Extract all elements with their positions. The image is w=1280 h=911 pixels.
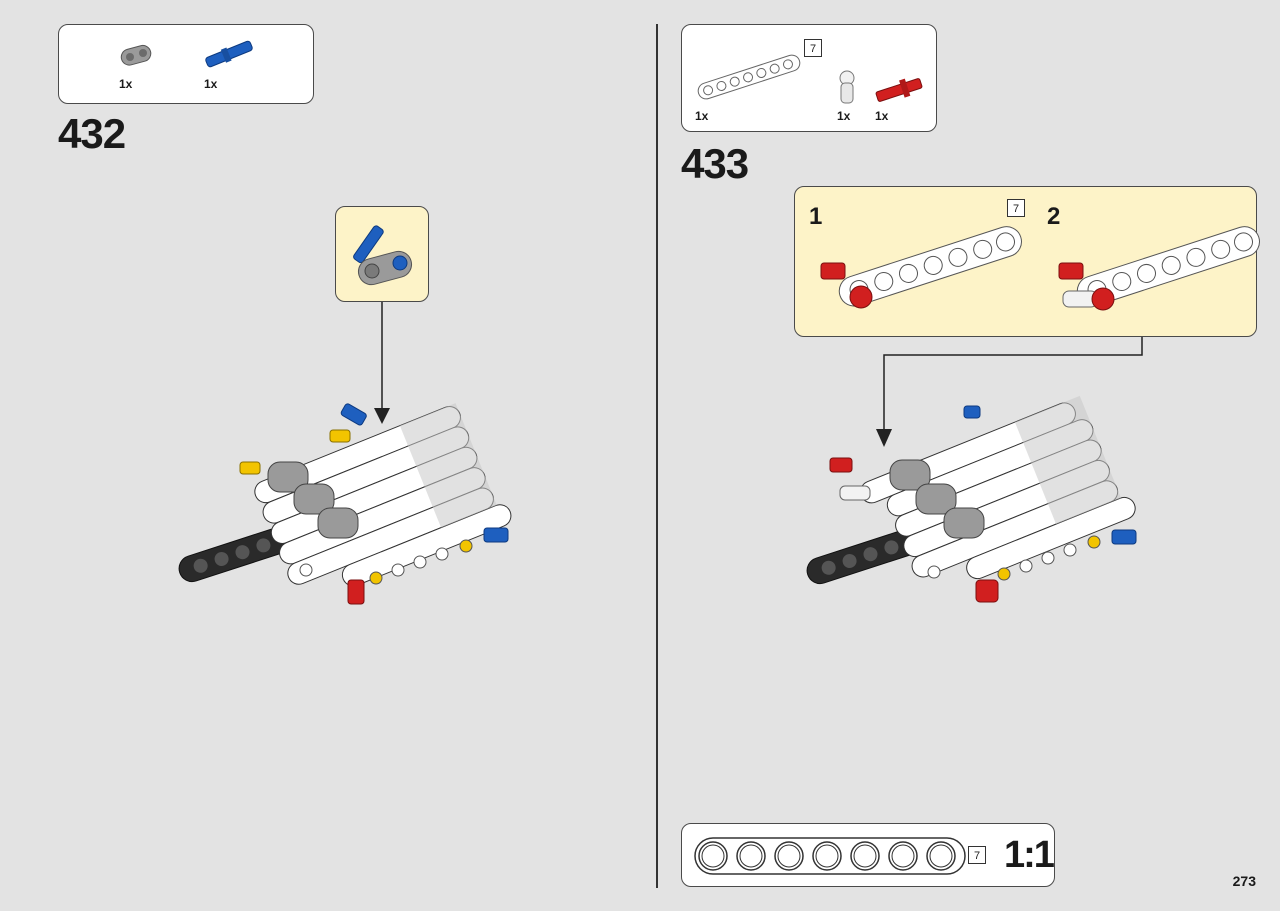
assembly-model-433 bbox=[806, 395, 1137, 603]
page-number: 273 bbox=[1232, 873, 1256, 889]
substep-1-number: 1 bbox=[809, 203, 823, 230]
gray-connector-icon bbox=[120, 44, 152, 66]
scale-ratio: 1:1 bbox=[1004, 834, 1055, 876]
blue-pin-icon bbox=[205, 40, 253, 68]
placement-arrow-433 bbox=[876, 337, 1143, 447]
beam-length-box: 7 bbox=[1007, 199, 1025, 217]
substep-2-beam-icon bbox=[1058, 226, 1260, 311]
scale-reference: 7 1:1 bbox=[681, 823, 1055, 887]
beam-length-box: 7 bbox=[968, 846, 986, 864]
red-axle-pin-icon bbox=[875, 78, 923, 102]
substep-2-number: 2 bbox=[1047, 203, 1061, 230]
callout-433: 1 7 2 bbox=[794, 186, 1260, 337]
beam-1-to-1-icon bbox=[694, 837, 966, 875]
callout-432 bbox=[335, 206, 429, 302]
parts-list-433: 7 1x 1x 1x bbox=[681, 24, 937, 132]
part-qty: 1x bbox=[119, 77, 133, 91]
part-qty: 1x bbox=[837, 109, 851, 123]
substep-1-beam-icon bbox=[820, 226, 1022, 309]
assembly-model-432 bbox=[178, 403, 512, 605]
placement-arrow-432 bbox=[374, 302, 390, 424]
white-connector-icon bbox=[839, 70, 855, 104]
parts-list-432: 1x 1x bbox=[58, 24, 314, 104]
part-qty: 1x bbox=[695, 109, 709, 123]
part-qty: 1x bbox=[875, 109, 889, 123]
connector-with-pin-icon bbox=[353, 225, 413, 286]
part-qty: 1x bbox=[204, 77, 218, 91]
page-divider bbox=[656, 24, 658, 888]
step-number-432: 432 bbox=[58, 110, 126, 157]
white-beam-7-icon bbox=[697, 54, 801, 100]
step-number-433: 433 bbox=[681, 140, 749, 187]
beam-length-box: 7 bbox=[804, 39, 822, 57]
